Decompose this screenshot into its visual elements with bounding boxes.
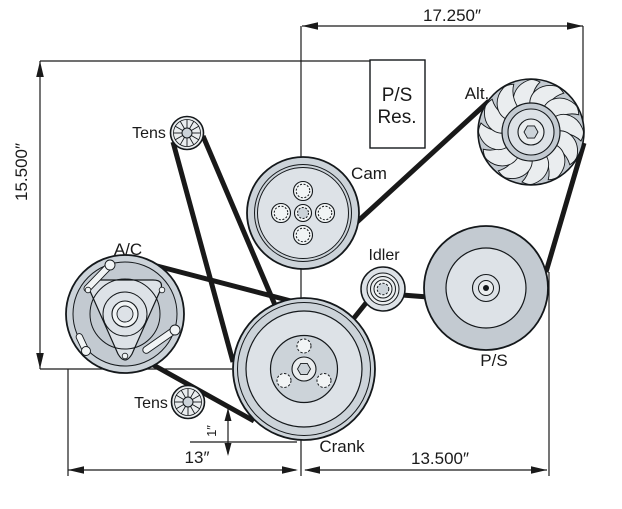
alternator-label: Alt.	[465, 84, 490, 103]
tensioner-top-pulley	[169, 115, 205, 151]
belt-segment-tens-crank-left	[170, 141, 236, 363]
power-steering-label: P/S	[480, 351, 507, 370]
power-steering-pulley	[423, 225, 549, 351]
cam-pulley	[246, 156, 360, 270]
dim-bottom-left-text: 13″	[185, 448, 210, 467]
crank-pulley	[232, 297, 376, 441]
ps-reservoir-label-line1: P/S	[382, 85, 413, 106]
dim-left-height-text: 15.500″	[12, 143, 31, 201]
ps-reservoir-box: P/S Res.	[369, 59, 426, 149]
pulley-labels: Tens Cam Alt. A/C Idler P/S Crank Tens	[114, 84, 508, 456]
belt-segment-cam-alt	[355, 99, 491, 224]
ps-reservoir-label-line2: Res.	[377, 107, 416, 128]
belt-segment-idler-crank	[352, 301, 368, 320]
ac-clutch-arms	[75, 259, 181, 356]
belt-segment-idler-ps	[401, 292, 429, 300]
dim-bottom-right-text: 13.500″	[411, 449, 469, 468]
idler-pulley	[360, 266, 406, 312]
dim-top-width-text: 17.250″	[423, 6, 481, 25]
dimension-labels: 17.250″ 15.500″ 13″ 13.500″ 1″	[12, 6, 481, 468]
belt-segment-alt-ps	[543, 142, 587, 273]
idler-label: Idler	[368, 247, 400, 264]
alternator-pulley	[476, 77, 586, 187]
belt-segment-tens-crank-right	[200, 135, 278, 306]
dimension-lines	[36, 22, 584, 476]
tensioner-bottom-pulley	[170, 384, 206, 420]
cam-label: Cam	[351, 164, 387, 183]
dim-belt-drop-text: 1″	[204, 425, 219, 437]
crank-label: Crank	[319, 437, 365, 456]
tensioner-bottom-label: Tens	[134, 395, 168, 412]
tensioner-top-label: Tens	[132, 125, 166, 142]
ac-compressor-pulley	[65, 254, 185, 374]
ac-label: A/C	[114, 240, 142, 259]
